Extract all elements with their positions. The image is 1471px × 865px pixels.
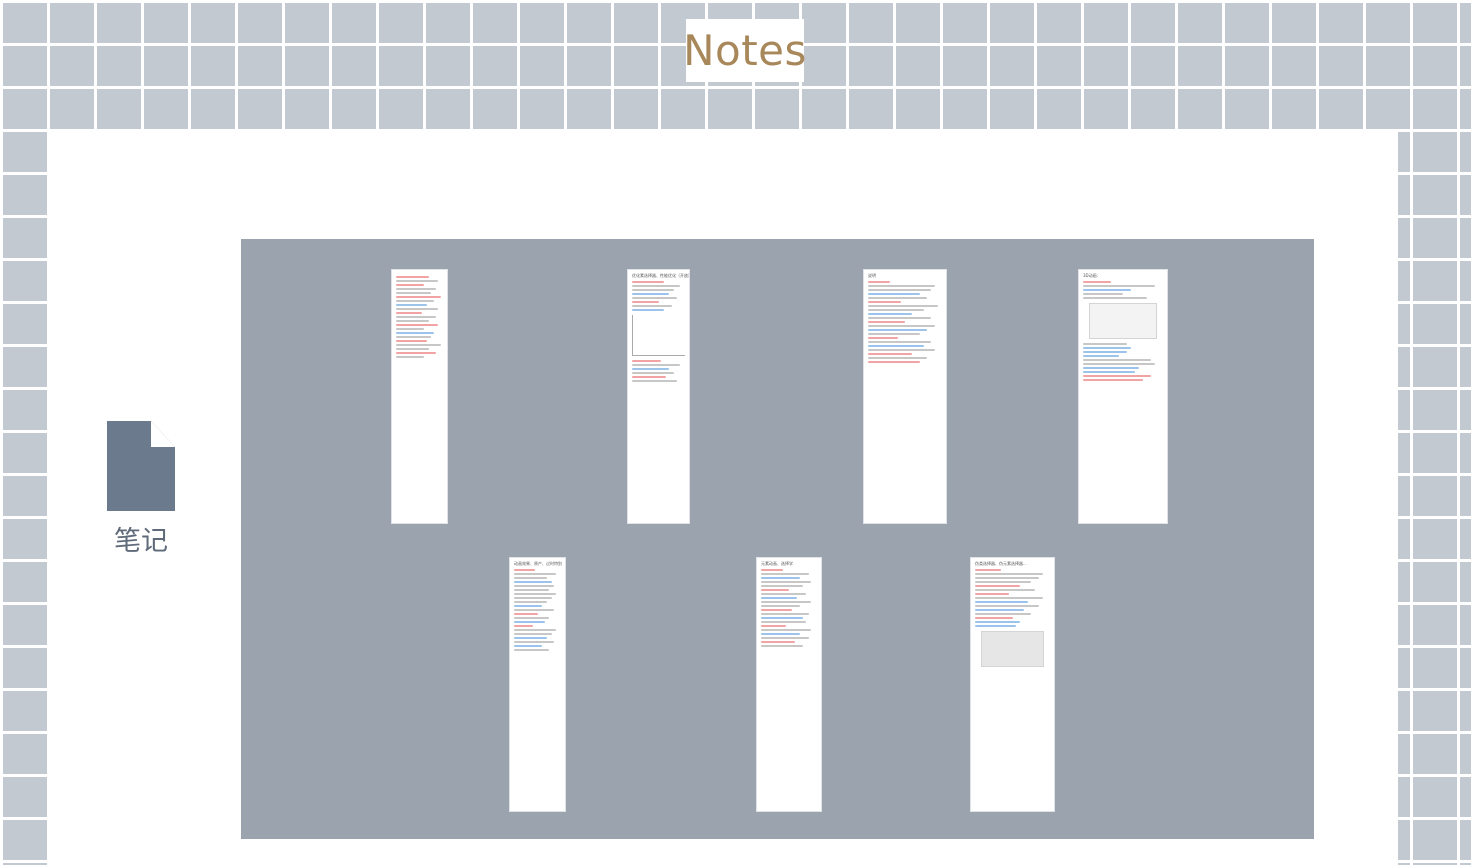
note-thumbnail[interactable]: 元素动画、选择学 (756, 557, 822, 812)
page-title: Notes (683, 26, 807, 75)
nav-label-notes: 笔记 (114, 526, 168, 557)
thumbnail-title: 元素动画、选择学 (761, 561, 793, 566)
page-title-box: Notes (683, 19, 807, 82)
nav-item-notes[interactable]: 笔记 (107, 421, 175, 558)
note-thumbnail[interactable]: 3D动画： (1078, 269, 1168, 524)
thumbnail-title: 动画效果、原产、过时特别 (514, 561, 562, 566)
content-panel: 笔记 优化素选择器、性能优化（开放） 说明 (49, 129, 1398, 865)
thumbnail-title: 优化素选择器、性能优化（开放） (632, 273, 690, 278)
file-icon (107, 421, 175, 511)
notes-gallery: 优化素选择器、性能优化（开放） 说明 3D动画： (241, 239, 1314, 839)
thumbnail-title: 3D动画： (1083, 273, 1101, 278)
note-thumbnail[interactable]: 伪类选择器、伪元素选择器... (970, 557, 1055, 812)
thumbnail-title: 伪类选择器、伪元素选择器... (975, 561, 1027, 566)
note-thumbnail[interactable]: 优化素选择器、性能优化（开放） (627, 269, 690, 524)
note-thumbnail[interactable]: 说明 (863, 269, 947, 524)
note-thumbnail[interactable]: 动画效果、原产、过时特别 (509, 557, 566, 812)
note-thumbnail[interactable] (391, 269, 448, 524)
thumbnail-title: 说明 (868, 273, 876, 278)
